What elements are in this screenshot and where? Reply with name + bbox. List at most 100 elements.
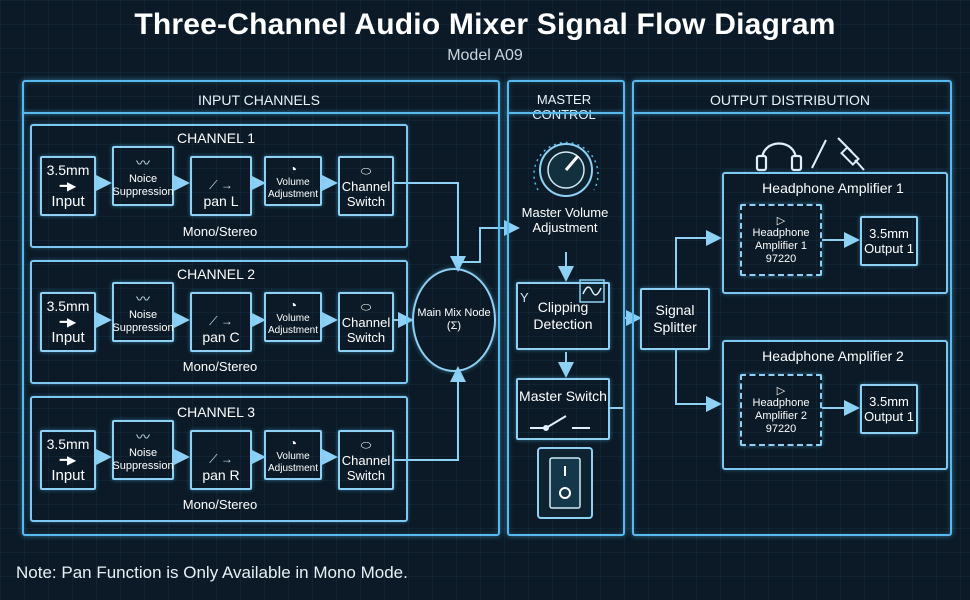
channel-1-pan-label: pan L — [203, 193, 239, 209]
output-heading-underline — [632, 112, 950, 114]
channel-2-pan-box: ⟋ → pan C — [190, 292, 252, 352]
chip-1-line1: Headphone — [752, 227, 810, 239]
input-channels-section — [22, 80, 500, 536]
channel-2-input-bottom: Input — [51, 328, 85, 346]
main-mix-node: Main Mix Node (Σ) — [412, 268, 496, 372]
output-distribution-heading: OUTPUT DISTRIBUTION — [710, 92, 870, 108]
input-heading-underline — [22, 112, 498, 114]
pan-switch-icon: ⟋ → — [209, 314, 233, 328]
channel-3-switch-label: Channel Switch — [341, 452, 391, 483]
channel-3-title: CHANNEL 3 — [176, 404, 256, 420]
channel-3-noise-label: Noise Suppression — [112, 447, 174, 472]
toggle-icon: ⬭ — [360, 437, 372, 452]
channel-1-noise-box: 〰 Noice Suppression — [112, 146, 174, 206]
output-2-box: 3.5mm Output 1 — [860, 384, 918, 434]
headphone-amp-1-title: Headphone Amplifier 1 — [762, 180, 904, 196]
master-volume-label: Master Volume Adjustment — [521, 205, 609, 235]
channel-2-title: CHANNEL 2 — [176, 266, 256, 282]
mix-node-symbol: (Σ) — [446, 320, 462, 332]
toggle-icon: ⬭ — [360, 299, 372, 314]
chip-2-line1: Headphone — [752, 397, 810, 409]
jack-plug-icon: ━▶ — [59, 314, 77, 329]
pan-switch-icon: ⟋ → — [209, 452, 233, 466]
channel-3-input-top: 3.5mm — [46, 435, 90, 452]
chip-2-line3: 97220 — [765, 423, 797, 435]
output-1-bottom: Output 1 — [864, 241, 914, 256]
output-1-box: 3.5mm Output 1 — [860, 216, 918, 266]
channel-2-switch-box: ⬭ Channel Switch — [338, 292, 394, 352]
master-switch-box: Master Switch — [516, 378, 610, 440]
channel-3-pan-label: pan R — [202, 467, 240, 483]
toggle-icon: ⬭ — [360, 163, 372, 178]
channel-1-mode: Mono/Stereo — [182, 224, 258, 239]
channel-2-mode: Mono/Stereo — [182, 359, 258, 374]
channel-3-switch-box: ⬭ Channel Switch — [338, 430, 394, 490]
splitter-bottom: Splitter — [653, 319, 697, 335]
output-2-bottom: Output 1 — [864, 409, 914, 424]
channel-3-volume-box: ◔ Volume Adjustment — [264, 430, 322, 480]
channel-3-volume-label: Volume Adjustment — [267, 451, 319, 474]
channel-2-pan-label: pan C — [202, 329, 240, 345]
jack-plug-icon: ━▶ — [59, 452, 77, 467]
mix-node-label: Main Mix Node — [417, 307, 491, 319]
clipping-glyph: Y — [520, 290, 529, 305]
master-control-section — [507, 80, 625, 536]
clipping-bottom: Detection — [533, 316, 593, 332]
channel-1-volume-box: ◔ Volume Adjustment — [264, 156, 322, 206]
channel-2-input-top: 3.5mm — [46, 297, 90, 314]
knob-icon: ◔ — [288, 161, 298, 177]
headphone-amp-1-panel — [722, 172, 948, 294]
chip-icon: ▷ Headphone Amplifier 1 97220 — [740, 204, 822, 276]
channel-2-panel — [30, 260, 408, 384]
channel-2-switch-label: Channel Switch — [341, 314, 391, 345]
output-1-top: 3.5mm — [869, 226, 909, 241]
waveform-icon: 〰 — [136, 429, 150, 445]
channel-1-switch-box: ⬭ Channel Switch — [338, 156, 394, 216]
page-subtitle: Model A09 — [447, 47, 523, 64]
amp-triangle-icon: ▷ — [776, 215, 786, 227]
signal-splitter-box: Signal Splitter — [640, 288, 710, 350]
input-channels-heading: INPUT CHANNELS — [198, 92, 320, 108]
channel-2-noise-label: Noise Suppression — [112, 309, 174, 334]
jack-plug-icon: ━▶ — [59, 178, 77, 193]
chip-icon: ▷ Headphone Amplifier 2 97220 — [740, 374, 822, 446]
pan-note: Note: Pan Function is Only Available in … — [16, 563, 408, 582]
channel-3-noise-box: 〰 Noise Suppression — [112, 420, 174, 480]
chip-2-line2: Amplifier 2 — [755, 410, 807, 422]
channel-1-switch-label: Channel Switch — [341, 178, 391, 209]
channel-3-input-box: 3.5mm ━▶ Input — [40, 430, 96, 490]
channel-2-input-box: 3.5mm ━▶ Input — [40, 292, 96, 352]
headphone-amp-2-panel — [722, 340, 948, 470]
master-heading-underline — [507, 112, 623, 114]
channel-1-pan-box: ⟋ → pan L — [190, 156, 252, 216]
amp-triangle-icon: ▷ — [776, 385, 786, 397]
channel-2-volume-label: Volume Adjustment — [267, 313, 319, 336]
master-control-heading: MASTER CONTROL — [532, 92, 596, 122]
channel-1-input-bottom: Input — [51, 192, 85, 210]
knob-icon: ◔ — [288, 297, 298, 313]
master-switch-label: Master Switch — [519, 388, 607, 404]
channel-3-input-bottom: Input — [51, 466, 85, 484]
channel-1-volume-label: Volume Adjustment — [267, 177, 319, 200]
channel-1-input-box: 3.5mm ━▶ Input — [40, 156, 96, 216]
output-distribution-section — [632, 80, 952, 536]
channel-1-panel — [30, 124, 408, 248]
waveform-icon: 〰 — [136, 291, 150, 307]
page-title: Three-Channel Audio Mixer Signal Flow Di… — [134, 8, 836, 41]
output-2-top: 3.5mm — [869, 394, 909, 409]
channel-3-mode: Mono/Stereo — [182, 497, 258, 512]
channel-2-noise-box: 〰 Noise Suppression — [112, 282, 174, 342]
waveform-icon: 〰 — [136, 155, 150, 171]
headphone-amp-2-title: Headphone Amplifier 2 — [762, 348, 904, 364]
channel-1-noise-label: Noice Suppression — [112, 173, 174, 198]
knob-icon: ◔ — [288, 435, 298, 451]
channel-3-pan-box: ⟋ → pan R — [190, 430, 252, 490]
clipping-top: Clipping — [537, 299, 589, 315]
channel-1-input-top: 3.5mm — [46, 161, 90, 178]
channel-1-title: CHANNEL 1 — [176, 130, 256, 146]
splitter-top: Signal — [655, 302, 695, 318]
channel-3-panel — [30, 396, 408, 522]
clipping-detection-box: Clipping Detection — [516, 282, 610, 350]
pan-switch-icon: ⟋ → — [209, 178, 233, 192]
chip-1-line3: 97220 — [765, 253, 797, 265]
